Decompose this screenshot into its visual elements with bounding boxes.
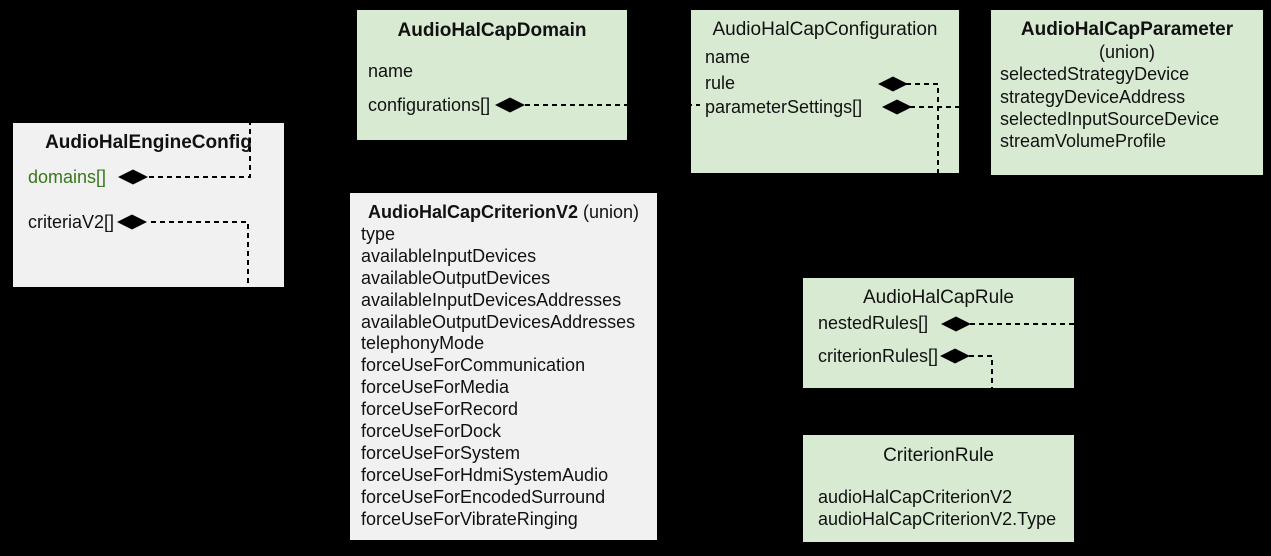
field-selectedstrategydevice: selectedStrategyDevice bbox=[1000, 64, 1190, 84]
class-title-text: AudioHalEngineConfig bbox=[45, 132, 252, 153]
field-forceuseforhdmisystemaudio: forceUseForHdmiSystemAudio bbox=[361, 465, 609, 485]
field-type: type bbox=[361, 224, 396, 244]
class-title-text: AudioHalCapDomain bbox=[397, 20, 587, 41]
class-title: AudioHalCapDomain bbox=[357, 20, 627, 42]
class-box-audio-hal-cap-domain: AudioHalCapDomain name configurations[] bbox=[357, 10, 627, 140]
class-box-audio-hal-cap-configuration: AudioHalCapConfiguration name rule paramet… bbox=[691, 10, 959, 173]
field-audiohalcapcriterionv2-type: audioHalCapCriterionV2.Type bbox=[818, 509, 1057, 529]
field-forceuseforencodedsurround: forceUseForEncodedSurround bbox=[361, 487, 606, 507]
field-nestedrules-: nestedRules[] bbox=[818, 313, 929, 333]
field-strategydeviceaddress: strategyDeviceAddress bbox=[1000, 87, 1186, 107]
field-rule: rule bbox=[705, 73, 736, 93]
field-availableinputdevices: availableInputDevices bbox=[361, 246, 537, 266]
field-name: name bbox=[368, 61, 414, 81]
field-forceuseforvibrateringing: forceUseForVibrateRinging bbox=[361, 509, 578, 529]
class-title: AudioHalCapParameter bbox=[991, 19, 1263, 41]
field-criteriav2-: criteriaV2[] bbox=[28, 212, 115, 232]
field-name: name bbox=[705, 47, 751, 67]
class-box-audio-hal-engine-config: AudioHalEngineConfig domains[] criteriaV2… bbox=[13, 123, 284, 287]
field-forceuseforsystem: forceUseForSystem bbox=[361, 443, 521, 463]
class-title: CriterionRule bbox=[803, 445, 1074, 467]
field-availableoutputdevicesaddresses: availableOutputDevicesAddresses bbox=[361, 312, 636, 332]
class-title-text: AudioHalCapCriterionV2 bbox=[367, 202, 578, 222]
class-title-text: CriterionRule bbox=[883, 445, 994, 466]
field-forceuseformedia: forceUseForMedia bbox=[361, 377, 510, 397]
field-audiohalcapcriterionv2: audioHalCapCriterionV2 bbox=[818, 487, 1013, 507]
class-subtitle: (union) bbox=[1098, 42, 1156, 62]
field-criterionrules-: criterionRules[] bbox=[818, 346, 939, 366]
class-title-text: AudioHalCapParameter bbox=[1020, 19, 1234, 40]
class-title: AudioHalCapCriterionV2 (union) bbox=[350, 201, 657, 223]
class-title-suffix: (union) bbox=[578, 202, 640, 222]
class-box-audio-hal-cap-parameter: AudioHalCapParameter (union) selectedStr… bbox=[991, 10, 1263, 175]
field-telephonymode: telephonyMode bbox=[361, 333, 485, 353]
field-availableinputdevicesaddresses: availableInputDevicesAddresses bbox=[361, 290, 622, 310]
field-selectedinputsourcedevice: selectedInputSourceDevice bbox=[1000, 109, 1220, 129]
field-forceuseforcommunication: forceUseForCommunication bbox=[361, 355, 586, 375]
class-box-audio-hal-cap-rule: AudioHalCapRule nestedRules[] criterionRu… bbox=[803, 278, 1074, 388]
field-configurations-: configurations[] bbox=[368, 95, 491, 115]
class-title: AudioHalCapConfiguration bbox=[691, 19, 959, 41]
field-forceusefordock: forceUseForDock bbox=[361, 421, 502, 441]
field-streamvolumeprofile: streamVolumeProfile bbox=[1000, 131, 1167, 151]
field-parametersettings-: parameterSettings[] bbox=[705, 97, 863, 117]
field-availableoutputdevices: availableOutputDevices bbox=[361, 268, 551, 288]
class-title-text: AudioHalCapRule bbox=[862, 287, 1015, 308]
field-forceuseforrecord: forceUseForRecord bbox=[361, 399, 519, 419]
class-title-text: AudioHalCapConfiguration bbox=[712, 19, 938, 40]
class-title: AudioHalEngineConfig bbox=[13, 132, 284, 154]
field-domains-: domains[] bbox=[28, 167, 107, 187]
class-title: AudioHalCapRule bbox=[803, 287, 1074, 309]
